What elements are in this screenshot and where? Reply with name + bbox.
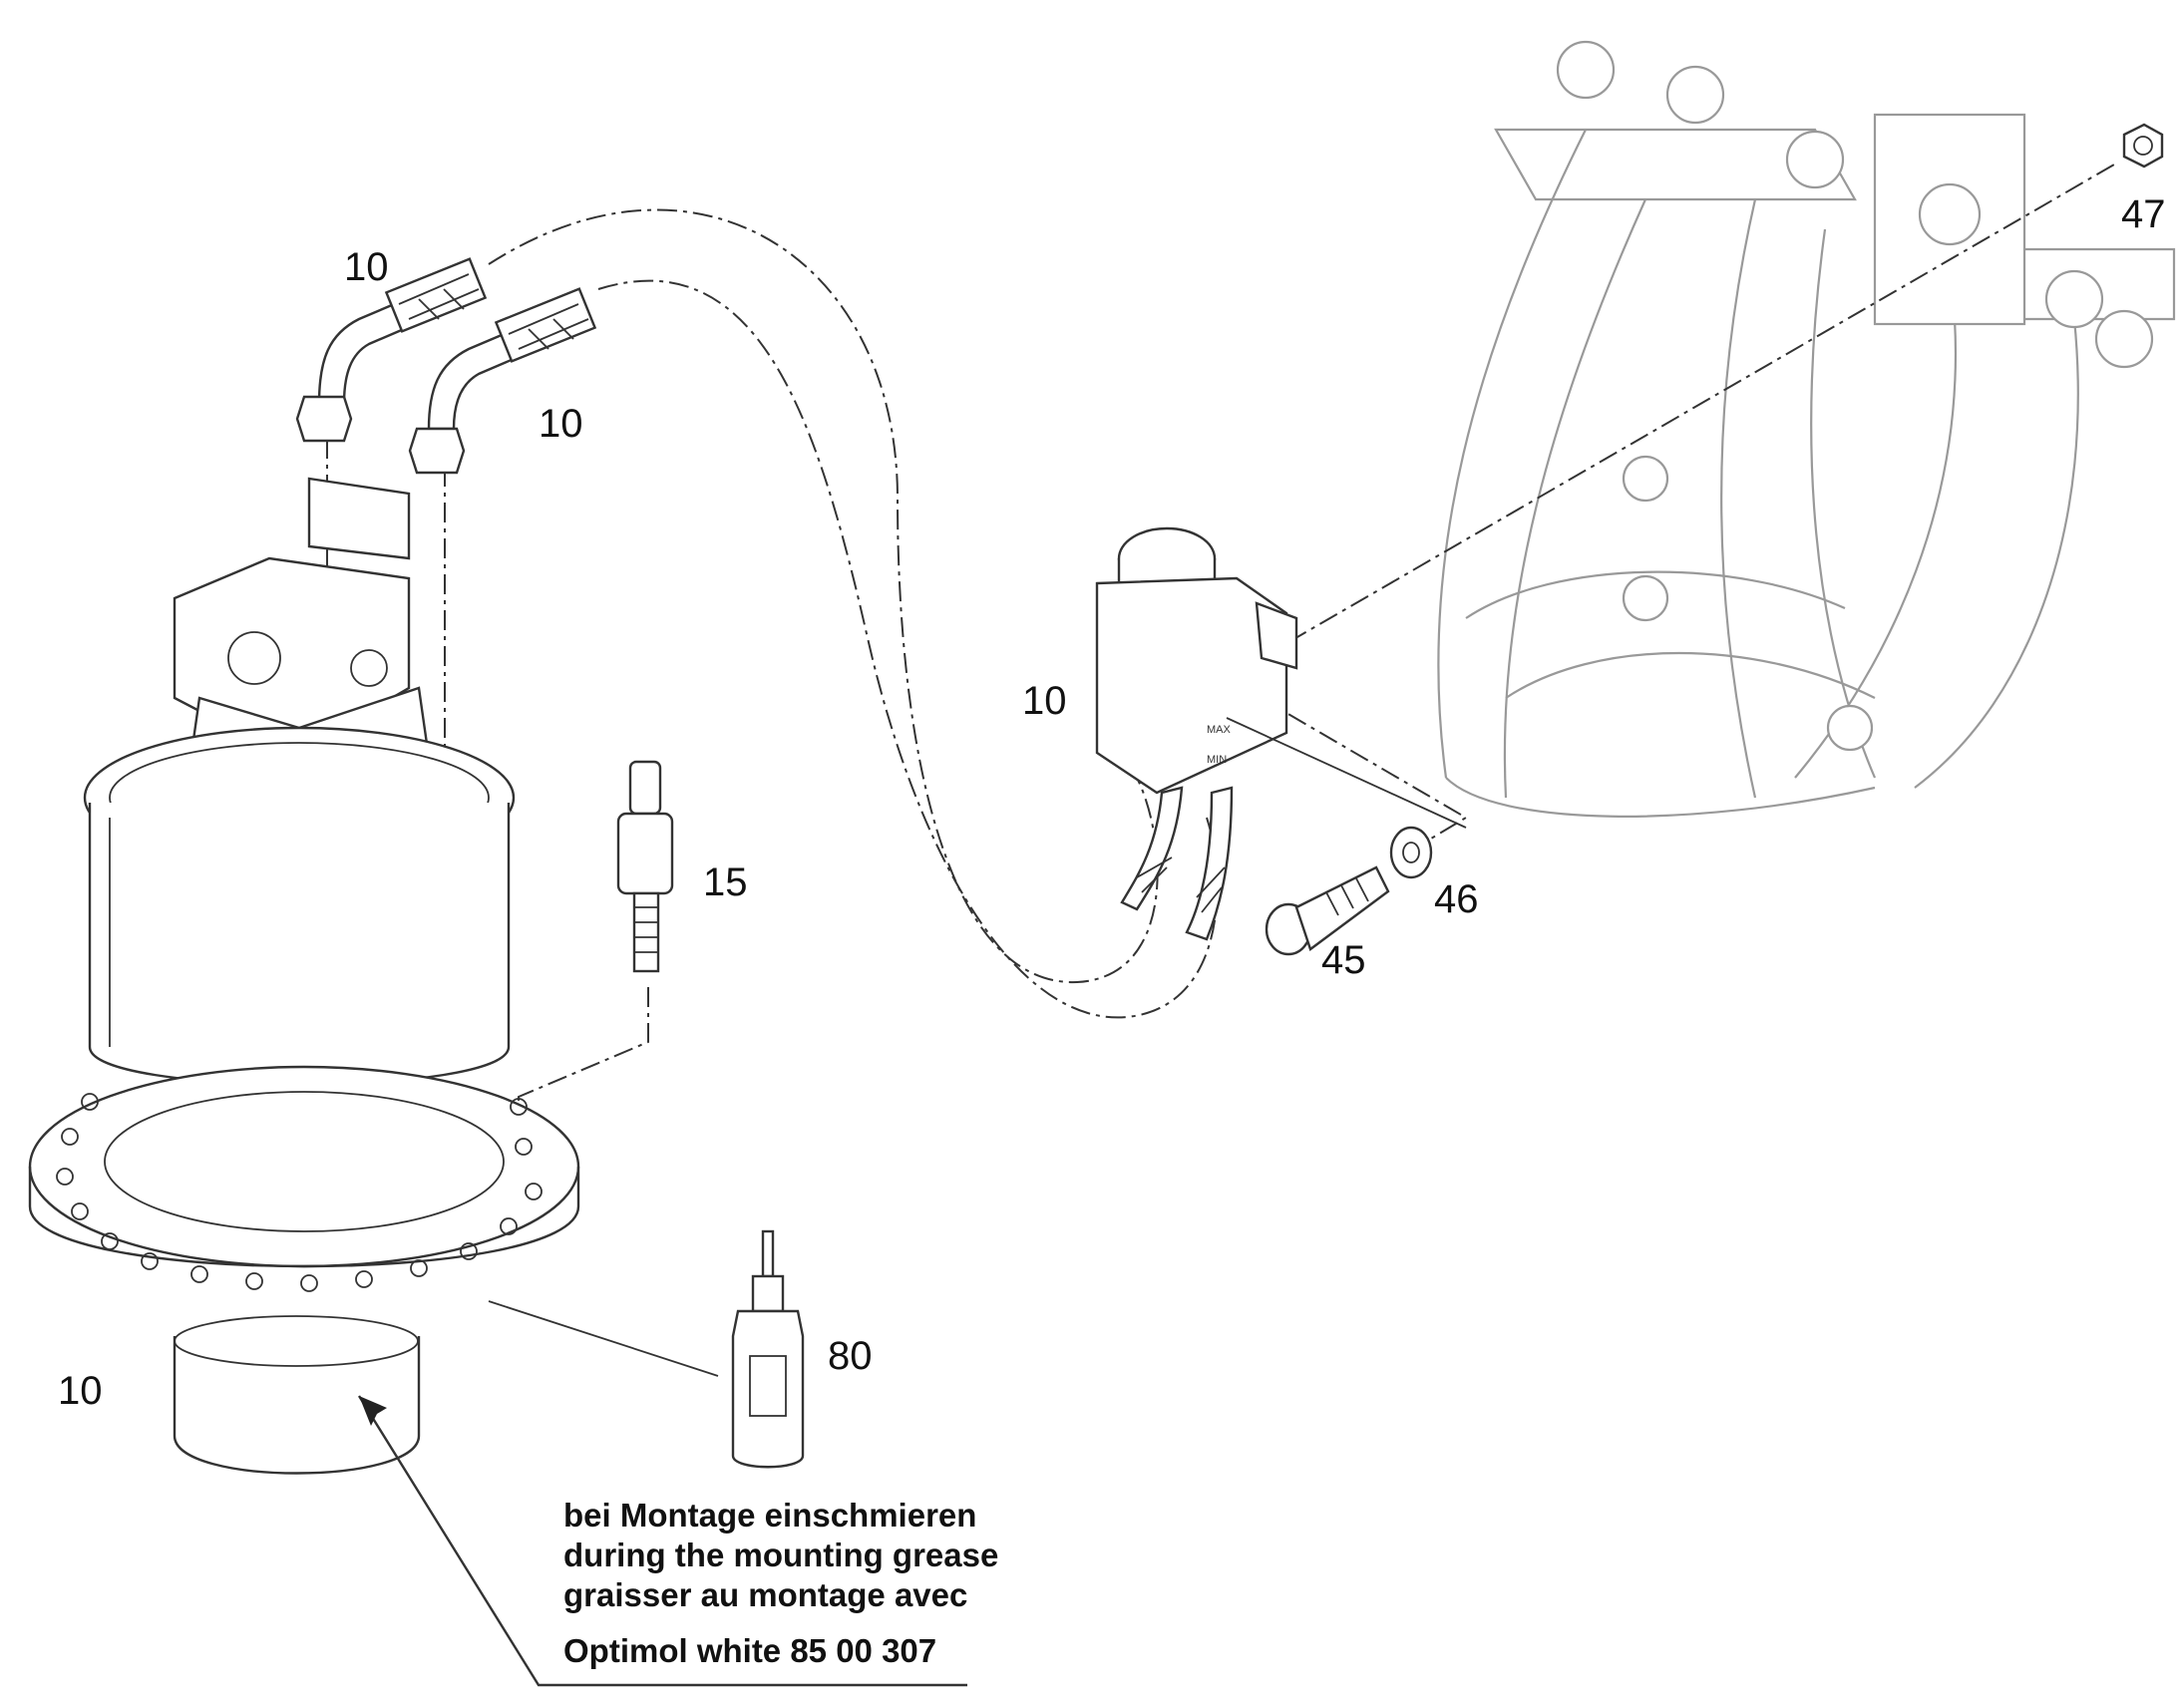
screw-fitting-15 bbox=[616, 760, 674, 973]
note-line-fr: graisser au montage avec bbox=[563, 1576, 968, 1613]
sensor-min-label: MIN bbox=[1207, 754, 1227, 766]
hydraulic-hose-lower bbox=[408, 287, 597, 475]
bolt-45 bbox=[1265, 865, 1390, 956]
nut-47 bbox=[2122, 123, 2164, 169]
callout-nut: 47 bbox=[2121, 192, 2166, 236]
note-product: Optimol white 85 00 307 bbox=[563, 1632, 937, 1669]
grease-bottle-80 bbox=[731, 1229, 805, 1469]
flange-holes bbox=[56, 1093, 543, 1292]
leader-lines bbox=[357, 717, 1467, 1687]
note-line-de: bei Montage einschmieren bbox=[563, 1497, 977, 1534]
callout-gearbox: 10 bbox=[58, 1369, 103, 1413]
callout-bolt: 45 bbox=[1321, 938, 1366, 982]
hydraulic-frame-assembly bbox=[1437, 40, 2176, 818]
sensor-max-label: MAX bbox=[1207, 724, 1232, 736]
callout-hose-upper: 10 bbox=[344, 245, 389, 289]
callout-sensor-box: 10 bbox=[1022, 679, 1067, 723]
hydraulic-hose-upper bbox=[295, 257, 488, 443]
level-sensor: MAX MIN bbox=[1095, 526, 1298, 941]
callout-washer: 46 bbox=[1434, 877, 1479, 921]
note-line-en: during the mounting grease bbox=[563, 1537, 999, 1573]
callout-screw-fitting: 15 bbox=[703, 860, 748, 904]
washer-46 bbox=[1389, 826, 1433, 879]
mounting-note: bei Montage einschmieren during the moun… bbox=[563, 1496, 998, 1671]
swing-gearbox bbox=[28, 477, 580, 1475]
callout-hose-lower: 10 bbox=[539, 402, 583, 446]
callout-grease-bottle: 80 bbox=[828, 1334, 873, 1378]
